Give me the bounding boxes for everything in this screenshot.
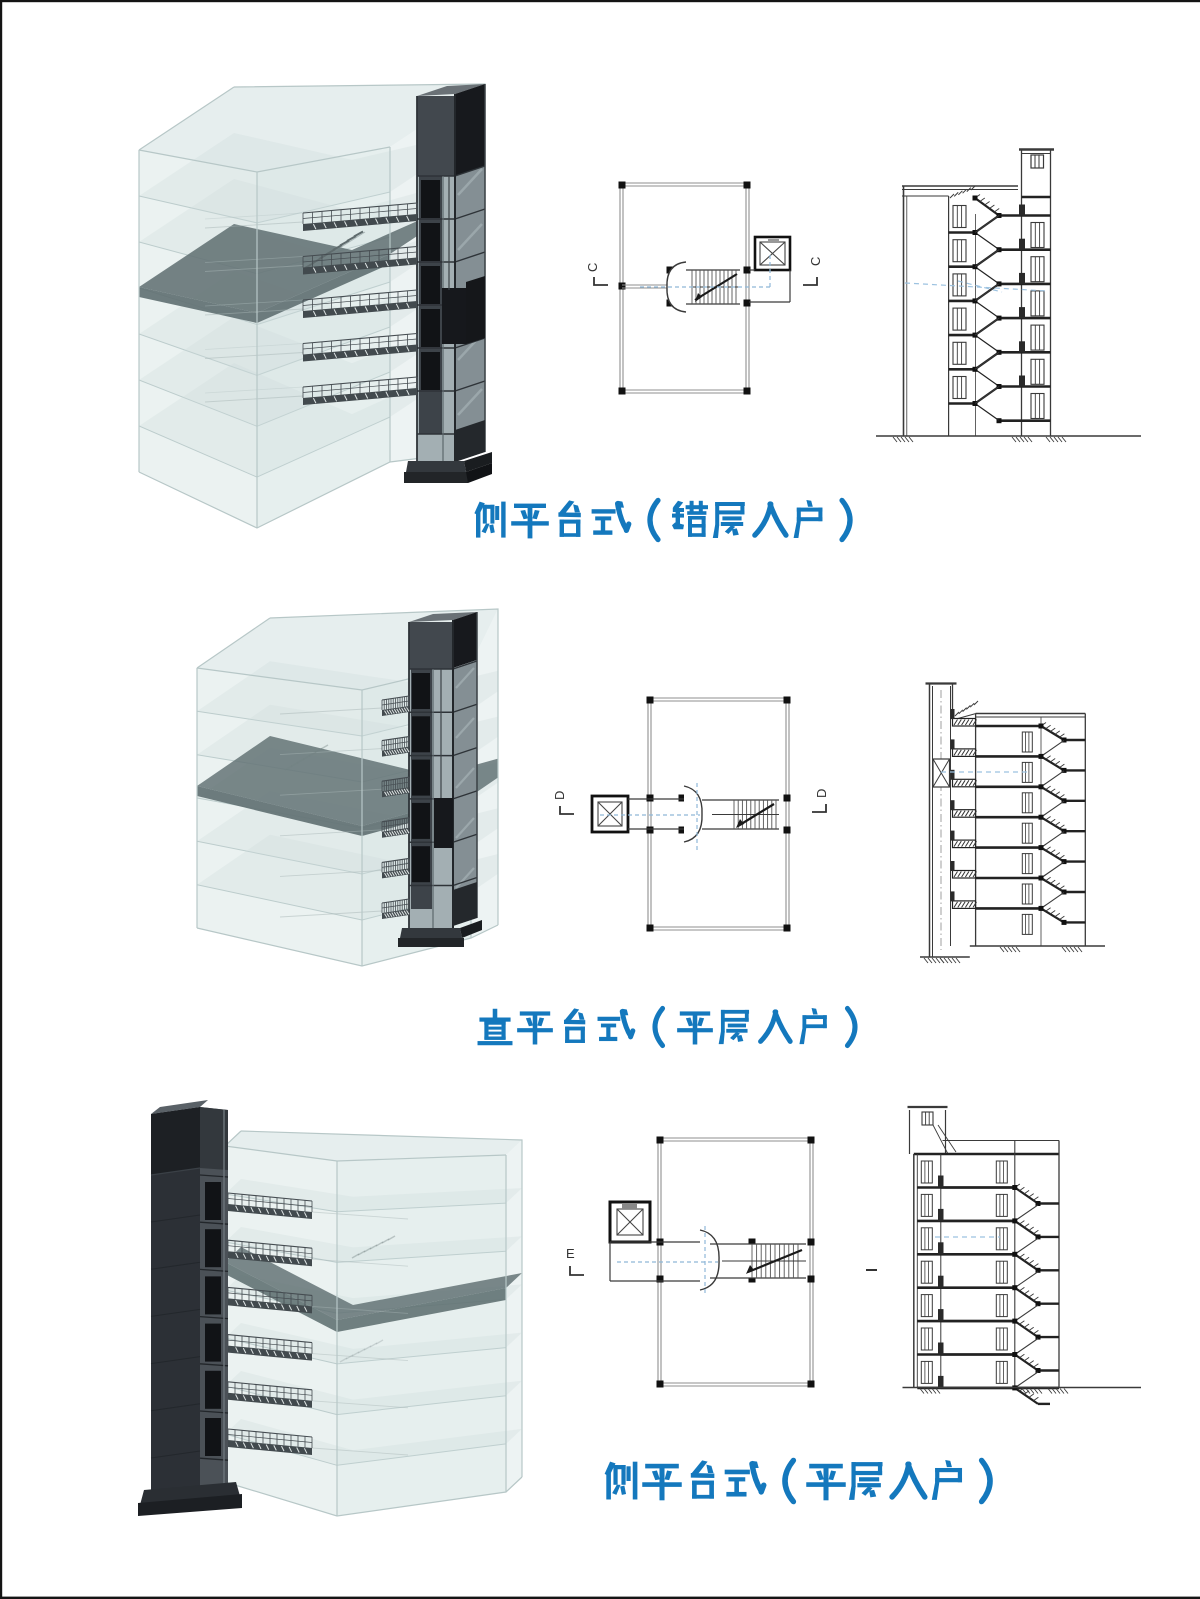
svg-text:D: D (552, 791, 567, 800)
svg-text:C: C (585, 263, 600, 272)
svg-text:E: E (566, 1246, 575, 1261)
svg-text:D: D (814, 789, 829, 798)
svg-text:C: C (808, 257, 823, 266)
